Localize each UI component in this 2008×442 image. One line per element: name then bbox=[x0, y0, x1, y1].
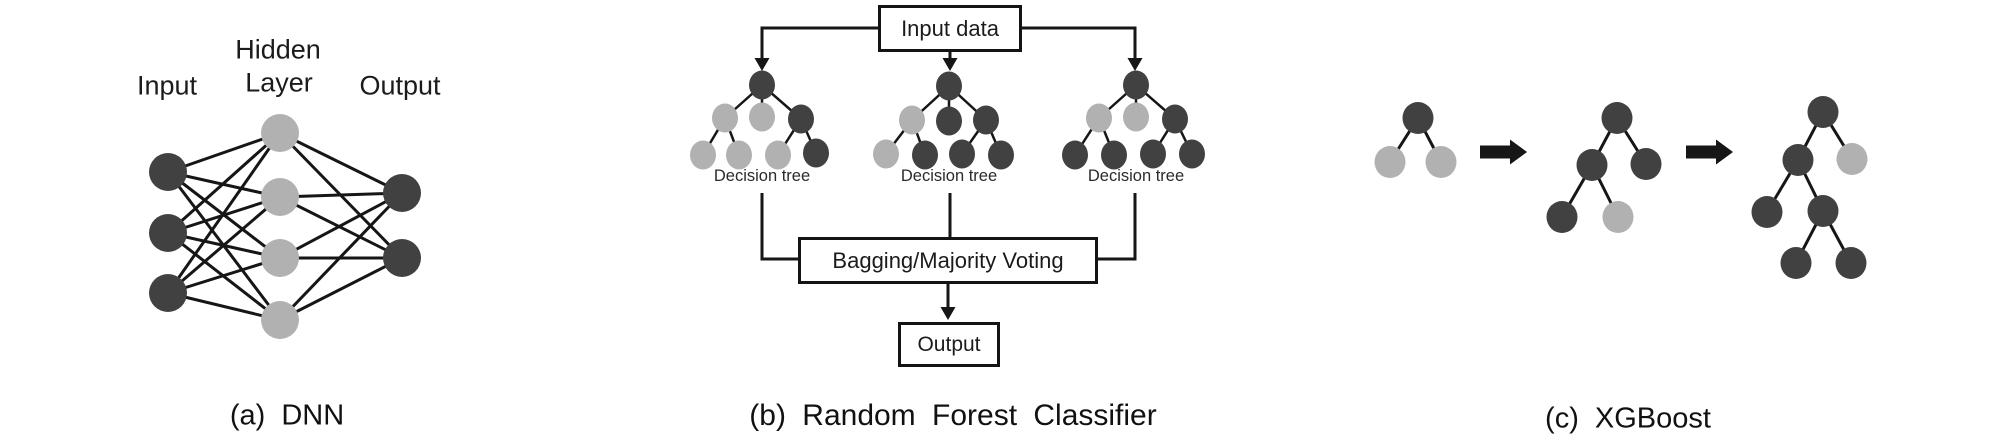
tree-node-dark bbox=[1546, 201, 1578, 233]
dnn-hidden-layer-label-line1: Hidden bbox=[235, 34, 321, 65]
tree-node-dark bbox=[383, 239, 421, 277]
tree-node-dark bbox=[803, 138, 829, 168]
input-data-box: Input data bbox=[878, 5, 1022, 52]
connector-line bbox=[760, 26, 878, 59]
tree-node-dark bbox=[1601, 102, 1633, 134]
tree-node-dark bbox=[1782, 144, 1814, 176]
tree-node-dark bbox=[1062, 140, 1088, 170]
tree-node-dark bbox=[936, 106, 962, 136]
edge-line bbox=[167, 131, 281, 174]
edge-line bbox=[167, 291, 281, 322]
caption-dnn: (a) DNN bbox=[229, 399, 345, 432]
arrowhead-down-icon bbox=[754, 58, 770, 71]
tree-node-light bbox=[1086, 103, 1112, 133]
tree-node-dark bbox=[988, 140, 1014, 170]
decision-tree-label-2: Decision tree bbox=[900, 166, 998, 185]
boost-step-arrow-icon bbox=[1686, 139, 1733, 165]
dnn-input-layer-label: Input bbox=[136, 70, 198, 101]
arrowhead-down-icon bbox=[942, 58, 958, 71]
bagging-majority-voting-box: Bagging/Majority Voting bbox=[798, 237, 1098, 284]
edge-line bbox=[279, 256, 403, 322]
tree-node-light bbox=[749, 102, 775, 132]
tree-node-dark bbox=[1179, 139, 1205, 169]
tree-node-dark bbox=[949, 139, 975, 169]
tree-node-dark bbox=[788, 104, 814, 134]
tree-node-light bbox=[712, 103, 738, 133]
tree-node-dark bbox=[1630, 148, 1662, 180]
tree-node-light bbox=[1602, 201, 1634, 233]
tree-node-light bbox=[261, 301, 299, 339]
tree-node-dark bbox=[1835, 247, 1867, 279]
arrowhead-down-icon bbox=[940, 307, 956, 320]
tree-node-dark bbox=[383, 174, 421, 212]
tree-node-dark bbox=[149, 274, 187, 312]
edge-line bbox=[278, 191, 404, 322]
edge-line bbox=[167, 195, 281, 295]
tree-node-dark bbox=[1751, 196, 1783, 228]
tree-node-light bbox=[1123, 102, 1149, 132]
tree-node-dark bbox=[1402, 102, 1434, 134]
tree-node-dark bbox=[1101, 140, 1127, 170]
decision-tree-label-1: Decision tree bbox=[713, 166, 811, 185]
tree-node-dark bbox=[1807, 195, 1839, 227]
input-data-box-label: Input data bbox=[901, 15, 999, 41]
tree-node-dark bbox=[912, 140, 938, 170]
tree-node-dark bbox=[149, 153, 187, 191]
dnn-hidden-layer-label-line2: Layer bbox=[245, 67, 313, 98]
tree-node-dark bbox=[1780, 247, 1812, 279]
tree-node-dark bbox=[149, 214, 187, 252]
tree-node-light bbox=[726, 140, 752, 170]
edge-line bbox=[279, 131, 403, 195]
tree-node-light bbox=[1374, 146, 1406, 178]
edge-line bbox=[279, 191, 403, 260]
caption-random-forest: (b) Random Forest Classifier bbox=[749, 399, 1157, 432]
decision-tree-label-3: Decision tree bbox=[1087, 166, 1185, 185]
tree-node-dark bbox=[1807, 96, 1839, 128]
bagging-box-label: Bagging/Majority Voting bbox=[832, 247, 1064, 273]
boost-step-arrow-icon bbox=[1480, 139, 1527, 165]
tree-node-dark bbox=[749, 70, 775, 100]
arrowhead-down-icon bbox=[1127, 58, 1143, 71]
tree-node-light bbox=[690, 140, 716, 170]
edge-line bbox=[279, 195, 403, 260]
tree-node-light bbox=[899, 105, 925, 135]
tree-node-dark bbox=[1162, 104, 1188, 134]
output-box-label: Output bbox=[917, 332, 981, 356]
tree-node-light bbox=[1836, 143, 1868, 175]
tree-node-light bbox=[1425, 146, 1457, 178]
edge-line bbox=[167, 131, 281, 235]
tree-node-light bbox=[261, 239, 299, 277]
output-box: Output bbox=[898, 322, 1000, 367]
dnn-output-layer-label: Output bbox=[359, 70, 441, 101]
caption-xgboost: (c) XGBoost bbox=[1545, 402, 1711, 435]
tree-node-light bbox=[765, 140, 791, 170]
tree-node-light bbox=[261, 178, 299, 216]
tree-node-light bbox=[261, 114, 299, 152]
tree-node-light bbox=[873, 139, 899, 169]
tree-node-dark bbox=[973, 105, 999, 135]
tree-node-dark bbox=[1140, 139, 1166, 169]
edge-line bbox=[279, 191, 403, 199]
connector-line bbox=[760, 193, 798, 261]
tree-node-dark bbox=[1123, 70, 1149, 100]
tree-node-dark bbox=[936, 71, 962, 101]
connector-line bbox=[1022, 26, 1137, 59]
edge-line bbox=[167, 256, 281, 295]
connector-line bbox=[1098, 193, 1137, 261]
edge-line bbox=[166, 132, 282, 294]
tree-node-dark bbox=[1576, 149, 1608, 181]
